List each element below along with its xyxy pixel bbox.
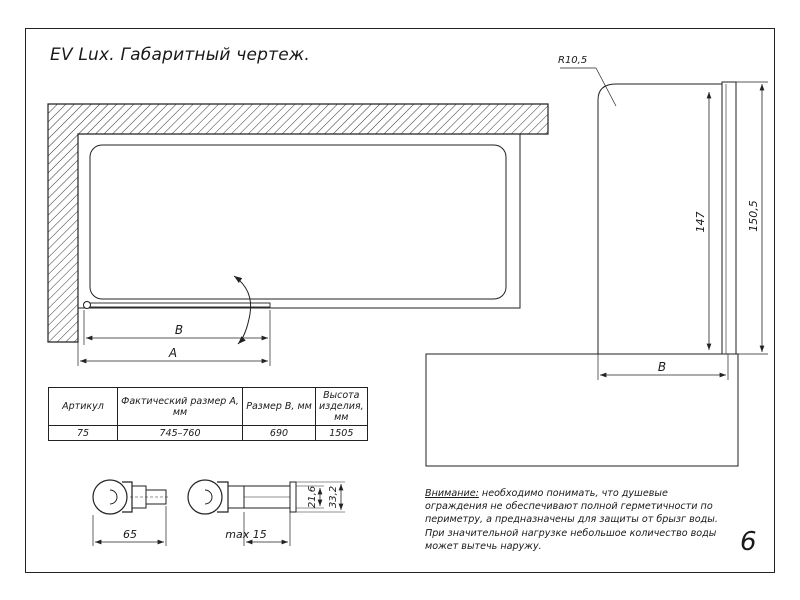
warning-text: необходимо понимать, что душевые огражде… — [425, 488, 718, 552]
profile-detail-left: 65 — [92, 479, 168, 546]
dim-label-147: 147 — [694, 212, 707, 233]
plan-view: B A — [47, 103, 549, 366]
dim-label-21-6: 21,6 — [307, 486, 318, 508]
cell-height: 1505 — [315, 425, 368, 441]
spec-table-header: Артикул Фактический размер А, мм Размер … — [48, 387, 368, 426]
header-actual-size-a: Фактический размер А, мм — [117, 387, 243, 426]
cell-size-b: 690 — [242, 425, 316, 441]
radius-label: R10,5 — [558, 55, 587, 66]
bathtub-outline — [77, 133, 521, 309]
header-article: Артикул — [48, 387, 118, 426]
glass-side — [597, 83, 723, 354]
bathtub-inner — [89, 144, 507, 300]
dim-label-side-b: B — [658, 360, 666, 374]
warning-label: Внимание: — [425, 488, 479, 499]
tub-side — [425, 353, 739, 467]
drawing-frame — [25, 28, 775, 573]
dim-label-65: 65 — [123, 528, 137, 541]
page-number: 6 — [740, 527, 757, 557]
profile-detail-right: max 15 21,6 33,2 — [187, 479, 345, 546]
glass-panel — [83, 302, 271, 308]
warning-note: Внимание: необходимо понимать, что душев… — [425, 487, 725, 553]
header-height: Высота изделия, мм — [315, 387, 368, 426]
table-row: 75 745–760 690 1505 — [48, 425, 368, 441]
dim-label-a: A — [168, 346, 177, 360]
dim-label-max15: max 15 — [225, 528, 266, 541]
door-swing-arc — [233, 275, 252, 345]
cell-actual-size-a: 745–760 — [117, 425, 243, 441]
header-size-b: Размер В, мм — [242, 387, 316, 426]
spec-table: Артикул Фактический размер А, мм Размер … — [48, 387, 368, 441]
dim-label-b: B — [175, 323, 183, 337]
dim-label-33-2: 33,2 — [328, 486, 339, 508]
wall-profile — [721, 81, 737, 355]
side-view: R10,5 147 150,5 B — [425, 55, 768, 467]
hinge — [83, 301, 91, 309]
cell-article: 75 — [48, 425, 118, 441]
dim-label-150: 150,5 — [747, 200, 760, 232]
page-title: EV Lux. Габаритный чертеж. — [50, 45, 310, 65]
